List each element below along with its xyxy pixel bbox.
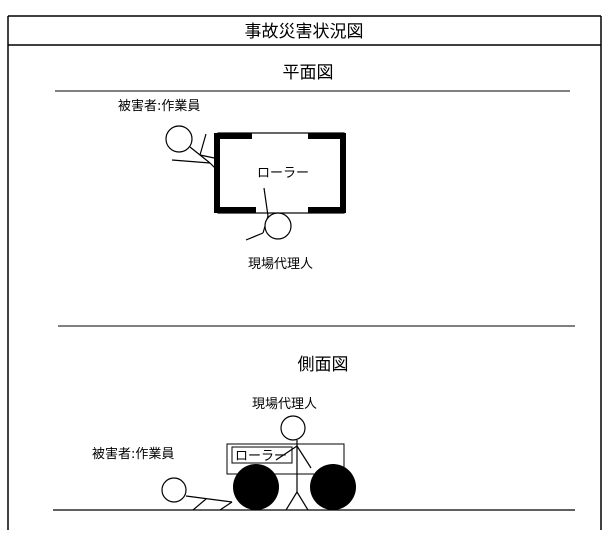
plan-view-heading: 平面図 [283, 63, 334, 83]
side-agent-figure [275, 415, 312, 511]
plan-victim-figure [165, 125, 220, 173]
side-agent-head [280, 415, 306, 441]
side-view: 側面図 現場代理人 ローラー 被害者:作業員 [53, 325, 575, 511]
plan-agent-label: 現場代理人 [248, 257, 313, 272]
plan-roller-label: ローラー [257, 166, 309, 181]
plan-view: 平面図 ローラー 被害者:作業員 [55, 63, 570, 272]
side-roller-front-drum [233, 464, 279, 510]
side-roller-label: ローラー [235, 449, 287, 464]
side-victim-label: 被害者:作業員 [92, 446, 174, 462]
side-victim-figure [161, 477, 233, 511]
plan-victim-head [165, 125, 193, 153]
sheet-frame [7, 15, 602, 530]
sheet-title: 事故災害状況図 [245, 22, 364, 42]
side-agent-label: 現場代理人 [252, 397, 317, 412]
side-view-heading: 側面図 [298, 355, 349, 375]
plan-agent-figure [245, 187, 292, 241]
side-roller-rear-drum [310, 464, 356, 510]
plan-roller: ローラー [214, 132, 346, 214]
plan-roller-drums [214, 133, 346, 213]
plan-victim-label: 被害者:作業員 [118, 98, 200, 114]
side-victim-head [161, 477, 187, 503]
plan-agent-head [264, 212, 292, 240]
